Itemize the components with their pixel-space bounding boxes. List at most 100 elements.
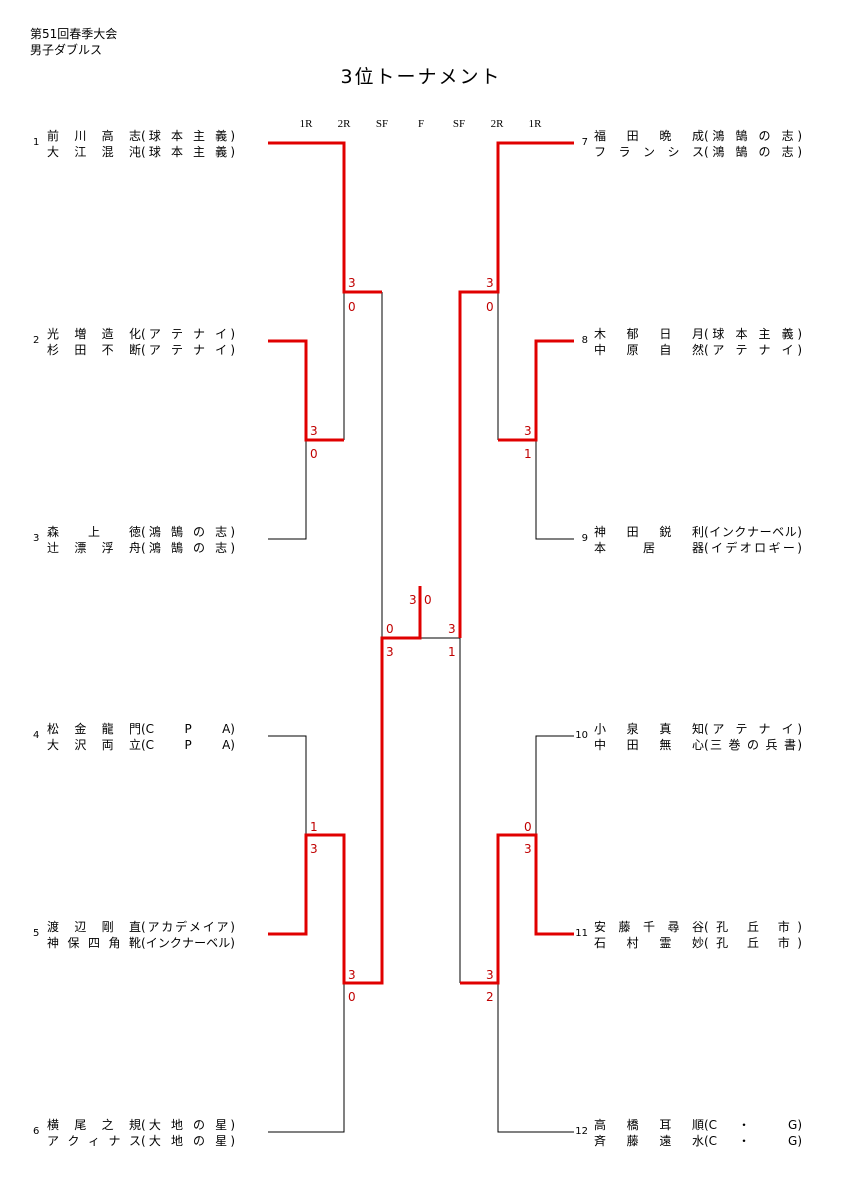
player-team: (孔 丘 市): [704, 936, 802, 950]
line-right-sf-lose: [420, 637, 461, 983]
win-right-seed8: [498, 339, 574, 442]
bracket-black-lines: [268, 292, 574, 1133]
player-team: (C P A): [141, 722, 235, 736]
player-team: (球 本 主 義): [141, 145, 235, 159]
player-team: (鴻 鵠 の 志): [141, 541, 235, 555]
player-name: 大 沢 両 立: [47, 738, 141, 752]
score-left-1r-bottom-upper: 1: [310, 820, 318, 834]
player-name: 斉 藤 遠 水: [594, 1134, 704, 1148]
score-left-1r-top-upper: 3: [310, 424, 318, 438]
round-label-left-1r: 1R: [299, 118, 313, 130]
player-name: 辻 漂 浮 舟: [47, 541, 141, 555]
line-right-seed9: [535, 440, 574, 540]
seed-number: 11: [575, 928, 588, 939]
win-right-seed11: [460, 833, 574, 985]
player-name: 渡 辺 剛 直: [47, 920, 141, 934]
score-right-sf-lower: 1: [448, 645, 456, 659]
score-left-sf-upper: 0: [386, 622, 394, 636]
round-label-final: F: [417, 118, 425, 130]
win-left-seed5: [268, 586, 422, 985]
seed-number: 9: [581, 533, 588, 544]
score-right-2r-bottom-upper: 3: [486, 968, 494, 982]
score-right-2r-top-lower: 0: [486, 300, 494, 314]
player-name: 横 尾 之 規: [47, 1118, 141, 1132]
player-team: (孔 丘 市): [704, 920, 802, 934]
player-name: 松 金 龍 門: [47, 722, 141, 736]
seed-number: 5: [33, 928, 40, 939]
player-name: 木 郁 日 月: [594, 327, 704, 341]
player-entry: 横 尾 之 規(大 地 の 星) ア ク ィ ナ ス(大 地 の 星): [47, 1117, 235, 1149]
player-team: (インクナーベル): [141, 936, 235, 950]
player-team: (ア テ ナ イ): [704, 343, 802, 357]
round-label-left-2r: 2R: [337, 118, 351, 130]
player-entry: 福 田 晩 成(鴻 鵠 の 志) フ ラ ン シ ス(鴻 鵠 の 志): [594, 128, 802, 160]
player-name: ア ク ィ ナ ス: [47, 1134, 141, 1148]
player-team: (鴻 鵠 の 志): [704, 145, 802, 159]
score-left-sf-lower: 3: [386, 645, 394, 659]
player-name: 小 泉 真 知: [594, 722, 704, 736]
player-name: 杉 田 不 断: [47, 343, 141, 357]
player-team: (球 本 主 義): [141, 129, 235, 143]
player-team: (三 巻 の 兵 書): [704, 738, 802, 752]
line-left-seed3: [268, 440, 307, 540]
player-team: (アカデメイア): [141, 920, 235, 934]
score-right-sf-upper: 3: [448, 622, 456, 636]
player-team: (大 地 の 星): [141, 1134, 235, 1148]
score-right-2r-bottom-lower: 2: [486, 990, 494, 1004]
event-title: 第51回春季大会: [30, 27, 118, 41]
score-left-2r-top-lower: 0: [348, 300, 356, 314]
player-team: (鴻 鵠 の 志): [141, 525, 235, 539]
player-name: 福 田 晩 成: [594, 129, 704, 143]
win-left-seed1: [268, 141, 382, 294]
player-name: 神 保 四 角 靴: [47, 936, 141, 950]
score-right-2r-top-upper: 3: [486, 276, 494, 290]
seed-number: 8: [581, 335, 588, 346]
player-name: 前 川 高 志: [47, 129, 141, 143]
line-left-seed6: [268, 983, 345, 1133]
round-label-right-sf: SF: [452, 118, 466, 130]
round-label-left-sf: SF: [375, 118, 389, 130]
score-right-1r-top-upper: 3: [524, 424, 532, 438]
round-label-right-1r: 1R: [528, 118, 542, 130]
score-right-1r-bottom-lower: 3: [524, 842, 532, 856]
score-final-left: 3: [409, 593, 417, 607]
player-name: 高 橋 耳 順: [594, 1118, 704, 1132]
player-entry: 安 藤 千 尋 谷(孔 丘 市) 石 村 霊 妙(孔 丘 市): [594, 919, 802, 951]
bracket-winner-lines: [268, 141, 574, 985]
category-label: 男子ダブルス: [30, 43, 103, 57]
line-left-seed4: [268, 735, 307, 835]
score-left-2r-top-upper: 3: [348, 276, 356, 290]
player-entry: 神 田 鋭 利(インクナーベル) 本 居 器(イデオロギー): [594, 524, 802, 556]
seed-number: 7: [581, 137, 588, 148]
player-name: 中 原 自 然: [594, 343, 704, 357]
player-name: 安 藤 千 尋 谷: [594, 920, 704, 934]
score-left-2r-bottom-lower: 0: [348, 990, 356, 1004]
player-name: 大 江 混 沌: [47, 145, 141, 159]
player-team: (球 本 主 義): [704, 327, 802, 341]
score-right-1r-top-lower: 1: [524, 447, 532, 461]
seed-number: 6: [33, 1126, 40, 1137]
round-label-right-2r: 2R: [490, 118, 504, 130]
player-entry: 松 金 龍 門(C P A) 大 沢 両 立(C P A): [47, 721, 235, 753]
score-final-right: 0: [424, 593, 432, 607]
player-team: (ア テ ナ イ): [141, 343, 235, 357]
win-right-seed7: [458, 141, 574, 638]
player-team: (C ・ G): [704, 1118, 802, 1132]
player-team: (大 地 の 星): [141, 1118, 235, 1132]
player-team: (鴻 鵠 の 志): [704, 129, 802, 143]
player-team: (インクナーベル): [704, 525, 802, 539]
player-team: (C P A): [141, 738, 235, 752]
player-name: 石 村 霊 妙: [594, 936, 704, 950]
seed-number: 2: [33, 335, 40, 346]
seed-number: 10: [575, 730, 588, 741]
player-entry: 前 川 高 志(球 本 主 義) 大 江 混 沌(球 本 主 義): [47, 128, 235, 160]
score-left-1r-bottom-lower: 3: [310, 842, 318, 856]
player-name: 光 増 造 化: [47, 327, 141, 341]
seed-number: 12: [575, 1126, 588, 1137]
seed-number: 1: [33, 137, 40, 148]
win-left-seed2: [268, 339, 344, 442]
seed-number: 3: [33, 533, 40, 544]
player-name: 本 居 器: [594, 541, 704, 555]
player-name: 神 田 鋭 利: [594, 525, 704, 539]
line-right-seed10: [535, 735, 574, 835]
